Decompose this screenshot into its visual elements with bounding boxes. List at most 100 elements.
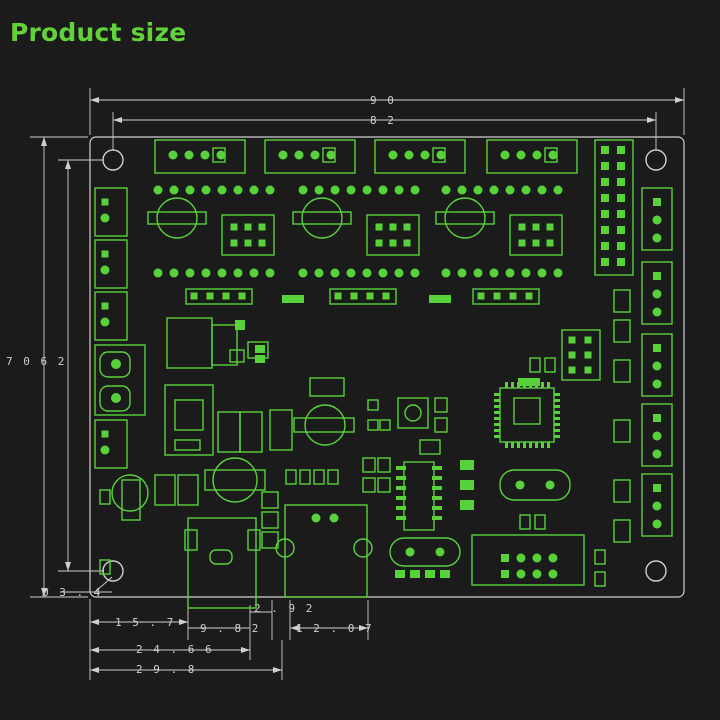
resistor <box>239 411 263 453</box>
aux-header <box>471 534 585 586</box>
pad <box>311 513 321 523</box>
mounting-hole <box>645 560 667 582</box>
pad <box>111 359 121 369</box>
jack-slot <box>99 351 131 378</box>
smd-pad <box>460 460 474 470</box>
chip-pin <box>554 417 560 420</box>
pad <box>326 150 336 160</box>
motor-connector <box>154 139 246 174</box>
dimension-lines <box>30 88 685 680</box>
smd-part <box>613 319 631 343</box>
pad <box>441 185 451 195</box>
square-pad <box>617 210 625 218</box>
square-pad <box>477 292 485 300</box>
square-pad <box>584 336 592 344</box>
dip-chip <box>403 461 435 531</box>
side-connector <box>94 291 128 341</box>
capacitor-body <box>292 211 352 225</box>
square-pad <box>601 226 609 234</box>
chip-pin <box>554 393 560 396</box>
smd-part <box>309 377 345 397</box>
square-pad <box>230 223 238 231</box>
pin-header <box>594 139 634 276</box>
pad <box>516 150 526 160</box>
square-pad <box>617 162 625 170</box>
square-pad <box>653 344 661 352</box>
capacitor-outline <box>304 404 346 446</box>
square-pad <box>258 223 266 231</box>
pad <box>346 268 356 278</box>
test-point <box>353 538 373 558</box>
smd-part <box>174 439 201 451</box>
pad <box>100 445 110 455</box>
pad <box>548 553 558 563</box>
button-cap <box>404 404 422 422</box>
square-pad <box>366 292 374 300</box>
pad <box>314 185 324 195</box>
square-pad <box>238 292 246 300</box>
pad <box>394 185 404 195</box>
square-pad <box>546 239 554 247</box>
square-pad <box>212 147 226 163</box>
chip-pin <box>505 382 508 388</box>
reset-button <box>397 397 429 429</box>
square-pad <box>568 336 576 344</box>
square-pad <box>617 226 625 234</box>
endstop-connector <box>641 333 673 397</box>
chip-pin <box>535 442 538 448</box>
square-pad <box>509 292 517 300</box>
chip-pin <box>432 486 442 490</box>
chip-pin <box>396 496 406 500</box>
square-pad <box>258 239 266 247</box>
pad <box>249 268 259 278</box>
pad <box>652 361 662 371</box>
pad <box>153 185 163 195</box>
smd-part <box>285 469 297 485</box>
chip-pin <box>554 429 560 432</box>
pad <box>410 185 420 195</box>
jumper-block <box>366 214 420 256</box>
square-pad <box>101 198 109 206</box>
smd-part <box>534 514 546 530</box>
dim-2-92: 2 . 9 2 <box>254 602 314 615</box>
smd-part <box>519 514 531 530</box>
pad <box>298 268 308 278</box>
pad <box>537 268 547 278</box>
pad <box>435 547 445 557</box>
smd-part <box>229 349 245 363</box>
square-pad <box>544 147 558 163</box>
pad <box>394 268 404 278</box>
pad <box>652 449 662 459</box>
chip-pin <box>396 506 406 510</box>
square-pad <box>601 210 609 218</box>
resistor <box>217 411 241 453</box>
chip-pin <box>396 516 406 520</box>
pad <box>314 268 324 278</box>
smd-part <box>419 439 441 455</box>
capacitor-body <box>435 211 495 225</box>
resistor <box>269 409 293 451</box>
pad <box>652 379 662 389</box>
board-outline <box>89 136 685 598</box>
pad <box>310 150 320 160</box>
pad <box>217 268 227 278</box>
jack-slot <box>99 385 131 412</box>
pad <box>532 150 542 160</box>
connector-slot <box>209 549 233 565</box>
dimension-arrows <box>41 97 684 673</box>
square-pad <box>501 554 509 562</box>
square-pad <box>222 292 230 300</box>
pin-strip <box>185 288 253 305</box>
smd-part <box>377 457 391 473</box>
square-pad <box>546 223 554 231</box>
capacitor-body <box>293 417 355 433</box>
square-pad <box>617 258 625 266</box>
capacitor-outline <box>444 197 486 239</box>
chip-pin <box>432 476 442 480</box>
mcu-chip <box>499 387 555 443</box>
smd-part <box>367 399 379 411</box>
pad <box>652 289 662 299</box>
motor-connector <box>264 139 356 174</box>
smd-pad <box>440 570 450 578</box>
pad <box>532 569 542 579</box>
